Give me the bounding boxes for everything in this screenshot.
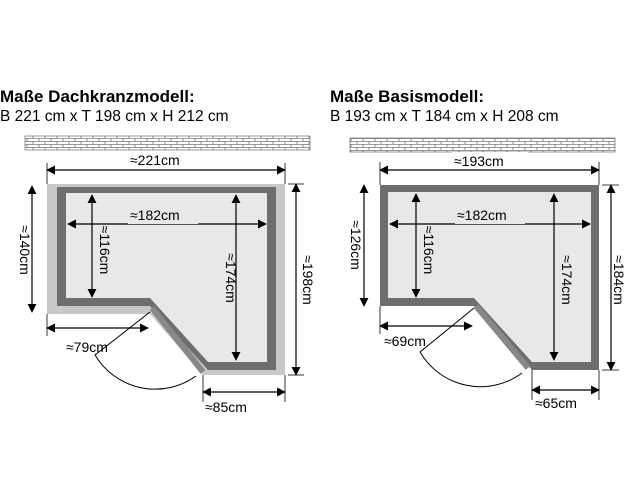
right-label-depth-inner-right: ≈174cm — [559, 255, 575, 305]
left-label-depth-inner-left: ≈116cm — [97, 226, 113, 275]
left-floorplan: ≈221cm ≈182cm ≈140cm ≈116cm ≈174cm ≈198c… — [17, 135, 316, 415]
left-label-width-inner: ≈182cm — [130, 207, 180, 223]
left-floor — [66, 193, 267, 362]
right-floor — [388, 192, 591, 362]
right-label-width-inner: ≈182cm — [457, 207, 507, 223]
left-label-width-total: ≈221cm — [130, 152, 180, 168]
right-label-depth-left: ≈126cm — [348, 220, 364, 270]
left-model-title: Maße Dachkranzmodell: — [0, 87, 195, 106]
right-label-bottom-left: ≈69cm — [384, 333, 426, 349]
left-label-depth-total: ≈198cm — [300, 255, 316, 305]
right-model-dimensions: B 193 cm x T 184 cm x H 208 cm — [330, 108, 559, 125]
right-label-depth-total: ≈184cm — [611, 255, 625, 305]
label-bg — [455, 208, 525, 224]
right-label-width-total: ≈193cm — [454, 153, 504, 169]
right-model-title: Maße Basismodell: — [330, 87, 484, 106]
right-floorplan: ≈193cm ≈182cm ≈126cm ≈116cm ≈174cm ≈184c… — [348, 137, 625, 411]
left-door-frame — [149, 306, 206, 374]
right-door-frame — [473, 304, 531, 370]
right-wall-brick — [349, 137, 616, 153]
left-wall-brick — [24, 135, 311, 151]
left-label-depth-inner-right: ≈174cm — [223, 253, 239, 303]
left-label-depth-left: ≈140cm — [17, 225, 33, 275]
left-door-swing — [94, 311, 197, 390]
right-door-swing — [419, 307, 523, 388]
right-label-depth-inner-left: ≈116cm — [421, 226, 437, 275]
left-label-bottom-right: ≈85cm — [205, 399, 247, 415]
label-bg — [128, 208, 198, 224]
right-label-bottom-right: ≈65cm — [535, 395, 577, 411]
label-bg — [128, 151, 204, 168]
left-label-bottom-left: ≈79cm — [66, 339, 108, 355]
label-bg — [452, 152, 528, 169]
left-model-dimensions: B 221 cm x T 198 cm x H 212 cm — [0, 108, 229, 125]
